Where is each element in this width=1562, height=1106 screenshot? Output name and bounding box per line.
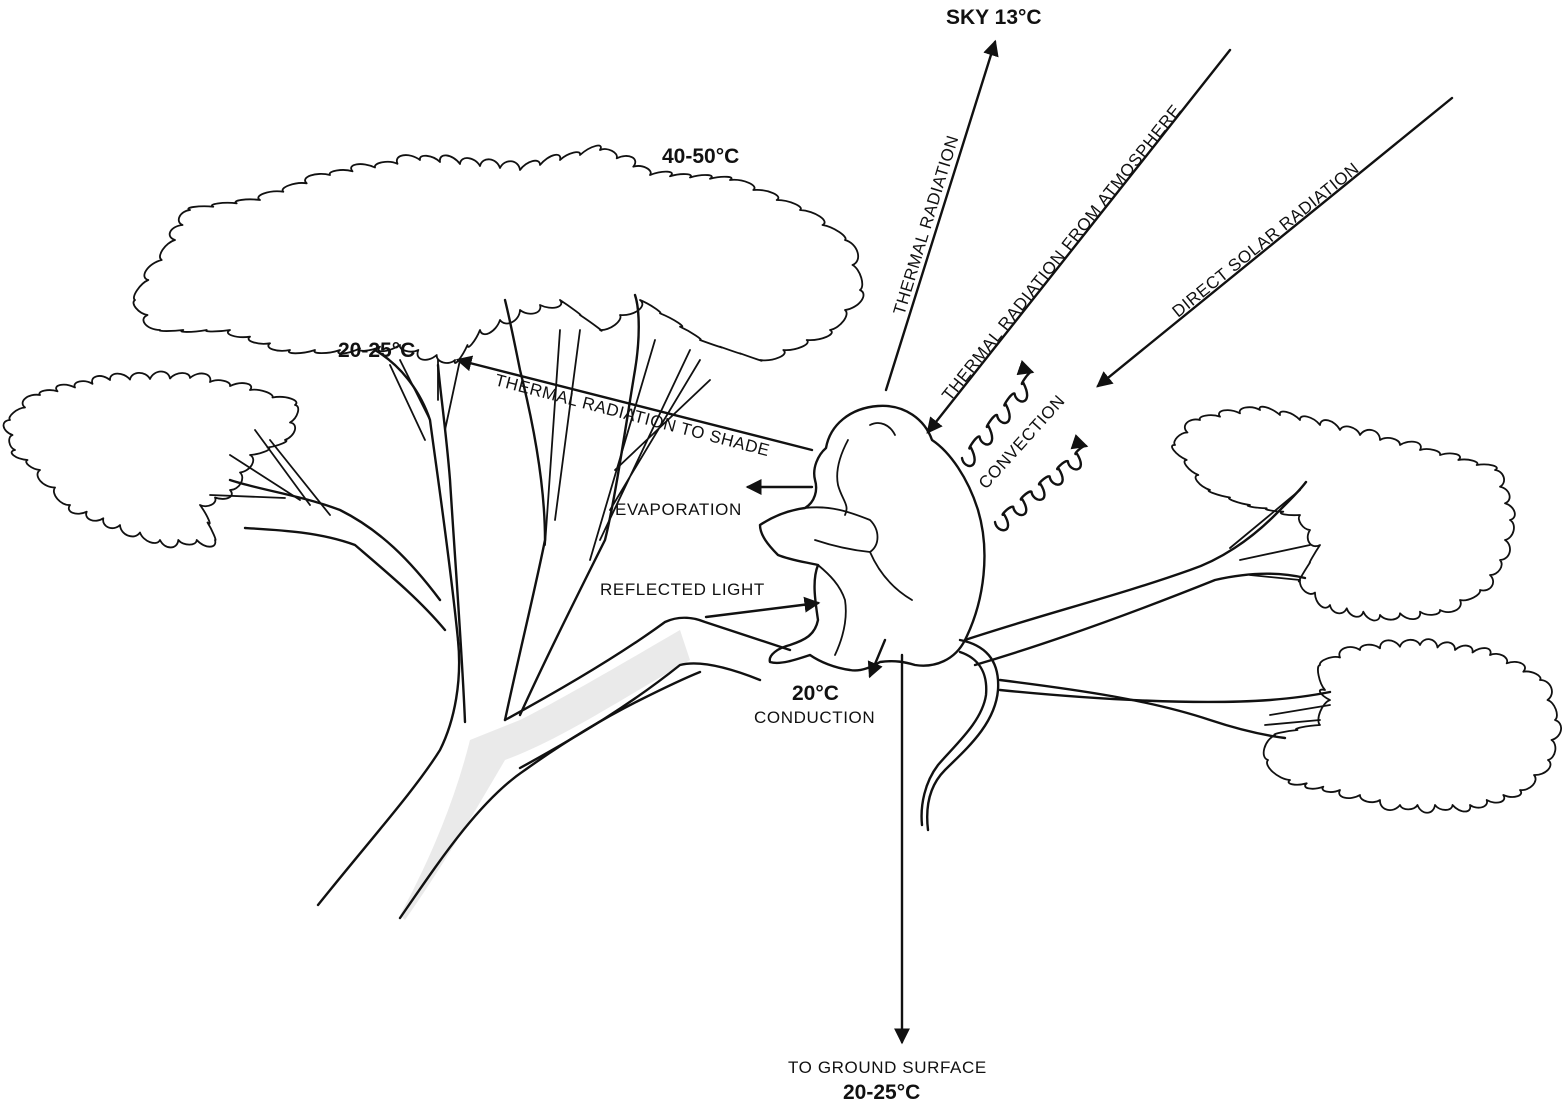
right-lower-canopy-foliage xyxy=(1264,639,1561,813)
monkey-tail xyxy=(927,640,998,830)
tree-structure xyxy=(210,295,1330,920)
thermal-radiation-arrow xyxy=(886,42,995,390)
direct-solar-radiation-label: DIRECT SOLAR RADIATION xyxy=(1169,159,1363,321)
sky-temperature-label: SKY 13°C xyxy=(946,6,1042,29)
canopy-shade-temperature-label: 20-25°C xyxy=(338,339,415,362)
monkey-face xyxy=(837,423,895,515)
monkey-arm xyxy=(805,507,912,600)
right-branch-upper-edge xyxy=(965,482,1306,640)
reflected-light-arrow xyxy=(706,603,818,617)
left-branch-lower xyxy=(245,528,445,630)
ground-surface-label: TO GROUND SURFACE xyxy=(788,1058,987,1077)
right-twigs xyxy=(1230,490,1330,725)
right-branch-fork-lower xyxy=(1000,680,1285,738)
evaporation-label: EVAPORATION xyxy=(615,500,742,519)
reflected-light-label: REFLECTED LIGHT xyxy=(600,580,765,599)
labels-group: SKY 13°C 40-50°C 20-25°C THERMAL RADIATI… xyxy=(338,6,1363,1104)
right-upper-canopy-foliage xyxy=(1172,407,1515,621)
trunk-shading xyxy=(400,630,690,920)
arrows-group xyxy=(458,42,1452,1042)
branch-temperature-label: 20°C xyxy=(792,682,839,705)
thermal-radiation-label: THERMAL RADIATION xyxy=(890,133,963,317)
conduction-arrow xyxy=(870,640,885,676)
middle-limb-left xyxy=(505,300,545,720)
right-branch-fork-edge xyxy=(1000,690,1330,702)
monkey-figure xyxy=(760,406,998,830)
monkey-leg xyxy=(818,565,846,655)
convection-label: CONVECTION xyxy=(975,391,1069,492)
ground-temperature-label: 20-25°C xyxy=(843,1081,920,1104)
thermal-radiation-atmosphere-label: THERMAL RADIATION FROM ATMOSPHERE xyxy=(938,101,1185,405)
canopy-top-temperature-label: 40-50°C xyxy=(662,145,739,168)
main-canopy-foliage xyxy=(133,146,863,363)
conduction-label: CONDUCTION xyxy=(754,708,875,727)
left-canopy-foliage xyxy=(4,372,299,548)
left-limb-inner xyxy=(438,365,465,722)
middle-limb-twigs xyxy=(545,330,710,560)
